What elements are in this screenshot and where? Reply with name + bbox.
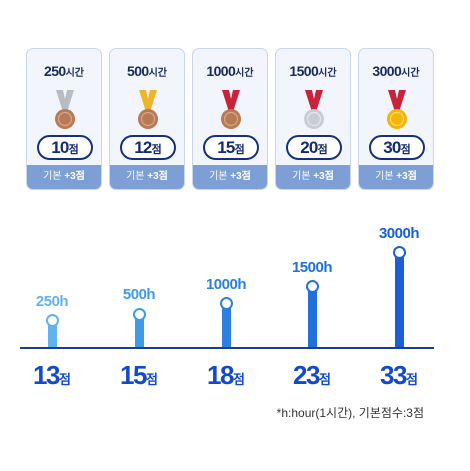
bronze-medal-red-ribbon-icon: [221, 90, 241, 129]
chart-bar: [307, 286, 317, 347]
card-score: 15점: [203, 135, 259, 160]
chart-value-label: 33점: [380, 360, 418, 390]
chart-point: [305, 280, 319, 294]
card-hours: 3000시간: [372, 63, 420, 79]
card-hours: 250시간: [44, 63, 84, 79]
medal-ribbon: [395, 90, 406, 112]
medal-disc: [55, 109, 75, 129]
chart-category-label: 3000h: [378, 224, 420, 242]
card-hours: 500시간: [127, 63, 167, 79]
medal-card-1500: 1500시간 20점 기본 +3점: [275, 48, 351, 190]
bronze-medal-icon: [55, 90, 75, 129]
card-base-bonus: 기본 +3점: [110, 165, 184, 189]
card-score: 12점: [120, 135, 176, 160]
medal-disc: [138, 109, 158, 129]
medal-ribbon: [63, 90, 74, 112]
gold-medal-icon: [387, 90, 407, 129]
chart-category-label: 1000h: [205, 275, 247, 293]
card-score: 10점: [37, 135, 93, 160]
chart-value-label: 23점: [293, 360, 331, 390]
bronze-medal-gold-ribbon-icon: [138, 90, 158, 129]
medal-card-500: 500시간 12점 기본 +3점: [109, 48, 185, 190]
chart-category-label: 250h: [35, 292, 69, 310]
medal-disc: [221, 109, 241, 129]
chart-point: [219, 297, 233, 311]
chart-baseline: [20, 347, 434, 349]
medal-ribbon: [229, 90, 240, 112]
chart-value-label: 18점: [207, 360, 245, 390]
chart-bar: [394, 252, 404, 347]
score-bar-chart: 250h 13점 500h 15점 1000h 18점 1500h 23점 3000h 33점: [0, 200, 470, 400]
chart-value-label: 15점: [120, 360, 158, 390]
medal-card-row: 250시간 10점 기본 +3점 500시간 12점 기본 +3점 1000시간…: [26, 48, 444, 190]
card-base-bonus: 기본 +3점: [276, 165, 350, 189]
chart-bar: [134, 314, 144, 347]
medal-ribbon: [146, 90, 157, 112]
medal-card-1000: 1000시간 15점 기본 +3점: [192, 48, 268, 190]
chart-bar: [221, 303, 231, 347]
chart-point: [392, 246, 406, 260]
card-base-bonus: 기본 +3점: [359, 165, 433, 189]
chart-category-label: 1500h: [291, 258, 333, 276]
medal-card-3000: 3000시간 30점 기본 +3점: [358, 48, 434, 190]
medal-card-250: 250시간 10점 기본 +3점: [26, 48, 102, 190]
card-score: 20점: [286, 135, 342, 160]
card-hours: 1500시간: [289, 63, 337, 79]
chart-point: [45, 314, 59, 328]
card-hours: 1000시간: [206, 63, 254, 79]
chart-bar: [47, 320, 57, 347]
silver-medal-icon: [304, 90, 324, 129]
medal-disc: [387, 109, 407, 129]
chart-category-label: 500h: [122, 286, 156, 303]
footnote: *h:hour(1시간), 기본점수:3점: [276, 406, 424, 420]
medal-ribbon: [312, 90, 323, 112]
card-base-bonus: 기본 +3점: [193, 165, 267, 189]
chart-point: [132, 307, 146, 321]
chart-value-label: 13점: [33, 360, 71, 390]
card-base-bonus: 기본 +3점: [27, 165, 101, 189]
card-score: 30점: [369, 135, 425, 160]
